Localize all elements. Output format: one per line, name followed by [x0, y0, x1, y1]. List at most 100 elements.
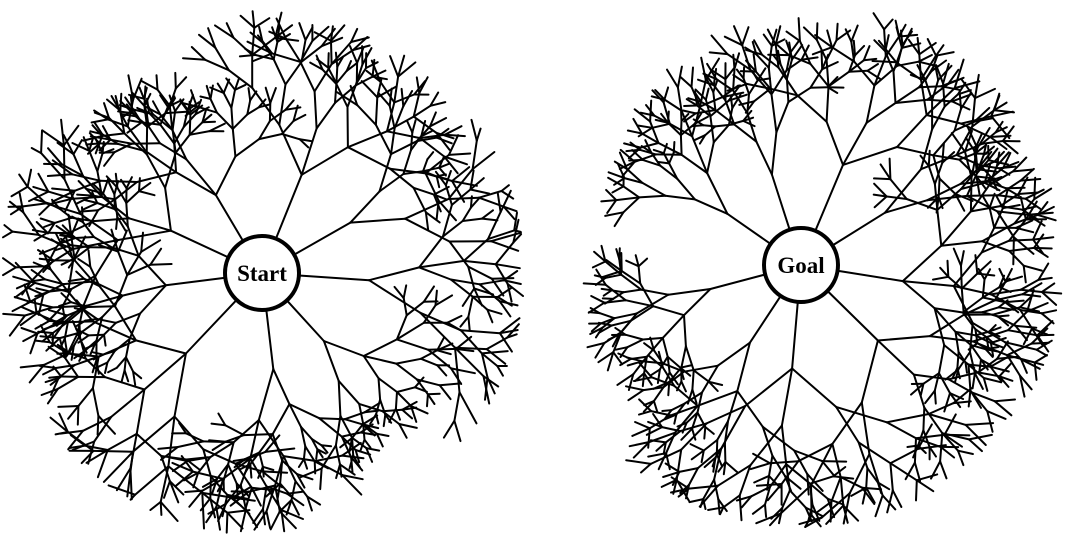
tree-branch	[487, 211, 502, 241]
tree-branch	[987, 147, 999, 162]
tree-branch	[606, 199, 618, 214]
tree-branch	[762, 33, 773, 47]
tree-branch	[109, 138, 133, 145]
tree-branch	[163, 480, 171, 499]
tree-branch	[18, 173, 29, 188]
tree-branch	[89, 130, 104, 136]
tree-branch	[754, 70, 772, 90]
tree-branch	[239, 457, 252, 486]
tree-branch	[680, 153, 709, 174]
tree-branch	[257, 465, 264, 479]
tree-branch	[594, 276, 607, 286]
tree-branch	[976, 127, 991, 150]
tree-branch	[81, 202, 99, 211]
tree-branch	[11, 230, 40, 236]
tree-branch	[748, 79, 759, 96]
tree-branch	[694, 88, 707, 101]
tree-branch	[679, 364, 692, 369]
tree-branch	[434, 294, 454, 307]
tree-branch	[755, 512, 782, 525]
tree-branch	[663, 98, 683, 112]
tree-branch	[293, 221, 352, 256]
tree-branch	[339, 437, 353, 449]
tree-branch	[594, 342, 606, 359]
tree-branch	[769, 463, 788, 488]
tree-branch	[73, 349, 86, 360]
tree-branch	[420, 130, 433, 138]
tree-branch	[128, 217, 172, 232]
tree-branch	[50, 376, 60, 396]
tree-branch	[389, 167, 415, 189]
tree-branch	[826, 497, 845, 506]
tree-branch	[996, 355, 1019, 360]
tree-branch	[775, 101, 790, 134]
tree-branch	[395, 338, 430, 351]
tree-branch	[587, 301, 606, 314]
tree-branch	[961, 296, 984, 314]
goal-tree	[582, 12, 1063, 528]
tree-branch	[442, 419, 456, 439]
tree-branch	[178, 422, 187, 435]
tree-branch	[673, 413, 678, 425]
tree-branch	[371, 58, 376, 78]
tree-branch	[26, 293, 45, 305]
tree-branch	[341, 474, 364, 481]
tree-branch	[136, 171, 178, 183]
tree-branch	[426, 393, 429, 408]
tree-branch	[623, 142, 642, 149]
tree-branch	[634, 254, 640, 268]
tree-branch	[693, 91, 702, 103]
tree-branch	[46, 173, 74, 177]
tree-branch	[614, 346, 629, 351]
tree-branch	[330, 25, 334, 42]
tree-branch	[915, 479, 935, 493]
tree-branch	[983, 176, 1003, 184]
tree-branch	[175, 171, 217, 197]
tree-branch	[214, 155, 237, 197]
tree-branch	[742, 119, 756, 128]
tree-branch	[982, 377, 1003, 384]
tree-branch	[740, 495, 753, 509]
tree-branch	[393, 105, 405, 130]
tree-branch	[724, 460, 739, 474]
tree-branch	[1004, 341, 1038, 351]
tree-branch	[401, 406, 418, 411]
tree-branch	[982, 377, 989, 392]
tree-branch	[304, 26, 314, 41]
tree-branch	[602, 289, 613, 297]
tree-branch	[676, 177, 696, 201]
tree-branch	[125, 201, 129, 228]
tree-branch	[641, 372, 646, 388]
tree-branch	[690, 449, 705, 461]
tree-branch	[480, 352, 489, 379]
tree-branch	[953, 58, 965, 90]
tree-branch	[102, 450, 134, 483]
tree-branch	[411, 119, 417, 134]
tree-branch	[232, 458, 246, 462]
tree-branch	[298, 467, 323, 479]
start-node-label: Start	[237, 261, 287, 286]
tree-branch	[791, 300, 799, 370]
tree-branch	[375, 432, 384, 448]
tree-branch	[155, 74, 159, 91]
tree-branch	[482, 375, 500, 388]
tree-branch	[222, 92, 233, 109]
tree-branch	[296, 473, 314, 481]
tree-branch	[9, 205, 25, 216]
tree-branch	[942, 82, 946, 108]
tree-branch	[615, 196, 641, 202]
tree-branch	[862, 45, 871, 62]
tree-branch	[40, 129, 43, 155]
tree-branch	[429, 111, 437, 128]
tree-branch	[419, 137, 446, 158]
tree-branch	[37, 312, 51, 322]
tree-branch	[889, 178, 908, 200]
tree-branch	[777, 66, 799, 97]
tree-branch	[732, 89, 749, 115]
tree-branch	[956, 81, 967, 96]
tree-branch	[697, 78, 715, 87]
tree-branch	[336, 55, 345, 68]
tree-branch	[1008, 246, 1035, 252]
tree-branch	[365, 447, 381, 452]
tree-branch	[345, 62, 358, 72]
